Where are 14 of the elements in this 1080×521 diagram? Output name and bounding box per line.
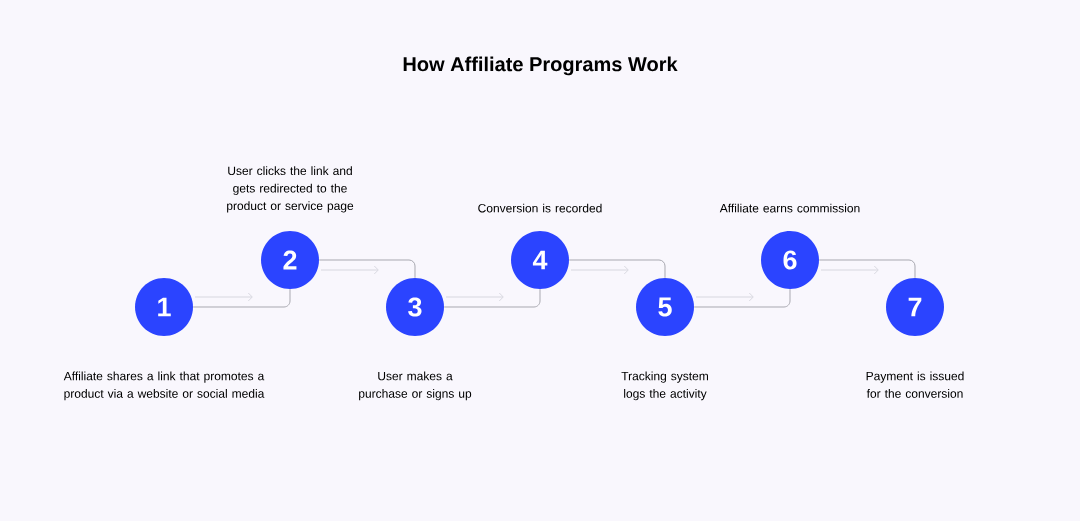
- step-description: Affiliate earns commission: [719, 203, 860, 213]
- title: How Affiliate Programs Work: [403, 56, 678, 76]
- step-description: Affiliate shares a link that promotes a product via a website or social media: [63, 371, 265, 401]
- connector-line: [818, 259, 916, 279]
- step-description: User makes a purchase or signs up: [359, 371, 472, 401]
- step-description: User clicks the link and gets redirected to the product or service page: [227, 166, 354, 213]
- step-description: Tracking system logs the activity: [621, 371, 708, 401]
- connector-line: [693, 288, 791, 308]
- connector-line: [192, 288, 291, 308]
- connector-line: [443, 288, 541, 308]
- connector-line: [568, 259, 666, 279]
- connector-line: [318, 259, 416, 279]
- step-description: Conversion is recorded: [478, 203, 602, 213]
- step-description: Payment is issued for the conversion: [866, 371, 964, 398]
